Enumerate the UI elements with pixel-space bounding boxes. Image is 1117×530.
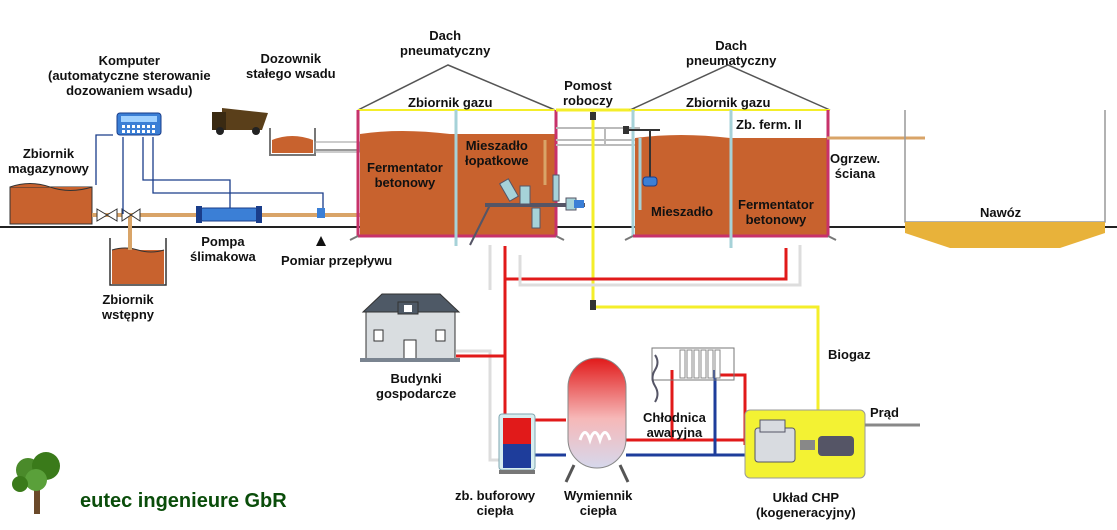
label-catwalk: Pomost roboczy	[563, 78, 613, 108]
label-gas-holder-1: Zbiornik gazu	[408, 95, 493, 110]
paddle-agitator-icon	[469, 174, 585, 246]
pre-tank	[109, 238, 167, 286]
label-buffer-tank: zb. buforowy ciepła	[455, 488, 536, 518]
chp-unit-icon	[744, 409, 920, 479]
screw-pump-icon	[196, 206, 262, 223]
label-storage-tank: Zbiornik magazynowy	[8, 146, 89, 176]
flow-meter-icon	[316, 208, 326, 246]
biogas-line	[591, 110, 820, 415]
label-heat-exchanger: Wymiennik ciepła	[564, 488, 633, 518]
mixer-icon	[623, 126, 660, 187]
solid-feeder	[269, 128, 361, 156]
label-fermenter-2: Fermentator betonowy	[738, 197, 814, 227]
gas-valve-icon	[590, 112, 596, 310]
buffer-tank-icon	[498, 413, 536, 474]
storage-tank	[9, 183, 93, 225]
label-biogas: Biogaz	[828, 347, 871, 362]
label-roof-2: Dach pneumatyczny	[686, 38, 777, 68]
label-farm-buildings: Budynki gospodarcze	[376, 371, 457, 401]
label-pre-tank: Zbiornik wstępny	[102, 292, 155, 322]
emergency-cooler-icon	[651, 347, 735, 403]
label-emergency-cooler: Chłodnica awaryjna	[643, 410, 706, 440]
label-gas-holder-2: Zbiornik gazu	[686, 95, 771, 110]
farm-house-icon	[360, 293, 461, 362]
brand-name: eutec ingenieure GbR	[80, 490, 287, 512]
computer-icon	[116, 112, 162, 136]
heat-exchanger-icon	[564, 357, 630, 483]
valve-icons	[96, 208, 141, 222]
label-manure: Nawóz	[980, 205, 1022, 220]
label-mixer: Mieszadło	[651, 204, 714, 219]
label-chp-unit: Układ CHP (kogeneracyjny)	[756, 490, 856, 520]
label-power: Prąd	[870, 405, 899, 420]
dump-truck-icon	[212, 108, 268, 135]
label-heated-wall: Ogrzew. ściana	[830, 151, 881, 181]
label-flow-meter: Pomiar przepływu	[281, 253, 393, 268]
heating-lines	[456, 245, 802, 462]
manure-lagoon	[904, 110, 1106, 248]
control-lines	[95, 134, 324, 214]
label-fermenter-1: Fermentator betonowy	[367, 160, 443, 190]
label-computer: Komputer (automatyczne sterowanie dozowa…	[48, 53, 211, 98]
fermenter-1	[349, 64, 565, 246]
label-roof-1: Dach pneumatyczny	[400, 28, 491, 58]
label-paddle-agitator: Mieszadło łopatkowe	[465, 138, 529, 168]
label-fermenter-2-short: Zb. ferm. II	[736, 117, 802, 132]
tree-logo-icon	[12, 452, 60, 514]
label-feeder: Dozownik stałego wsadu	[246, 51, 336, 81]
label-pump: Pompa ślimakowa	[190, 234, 256, 264]
